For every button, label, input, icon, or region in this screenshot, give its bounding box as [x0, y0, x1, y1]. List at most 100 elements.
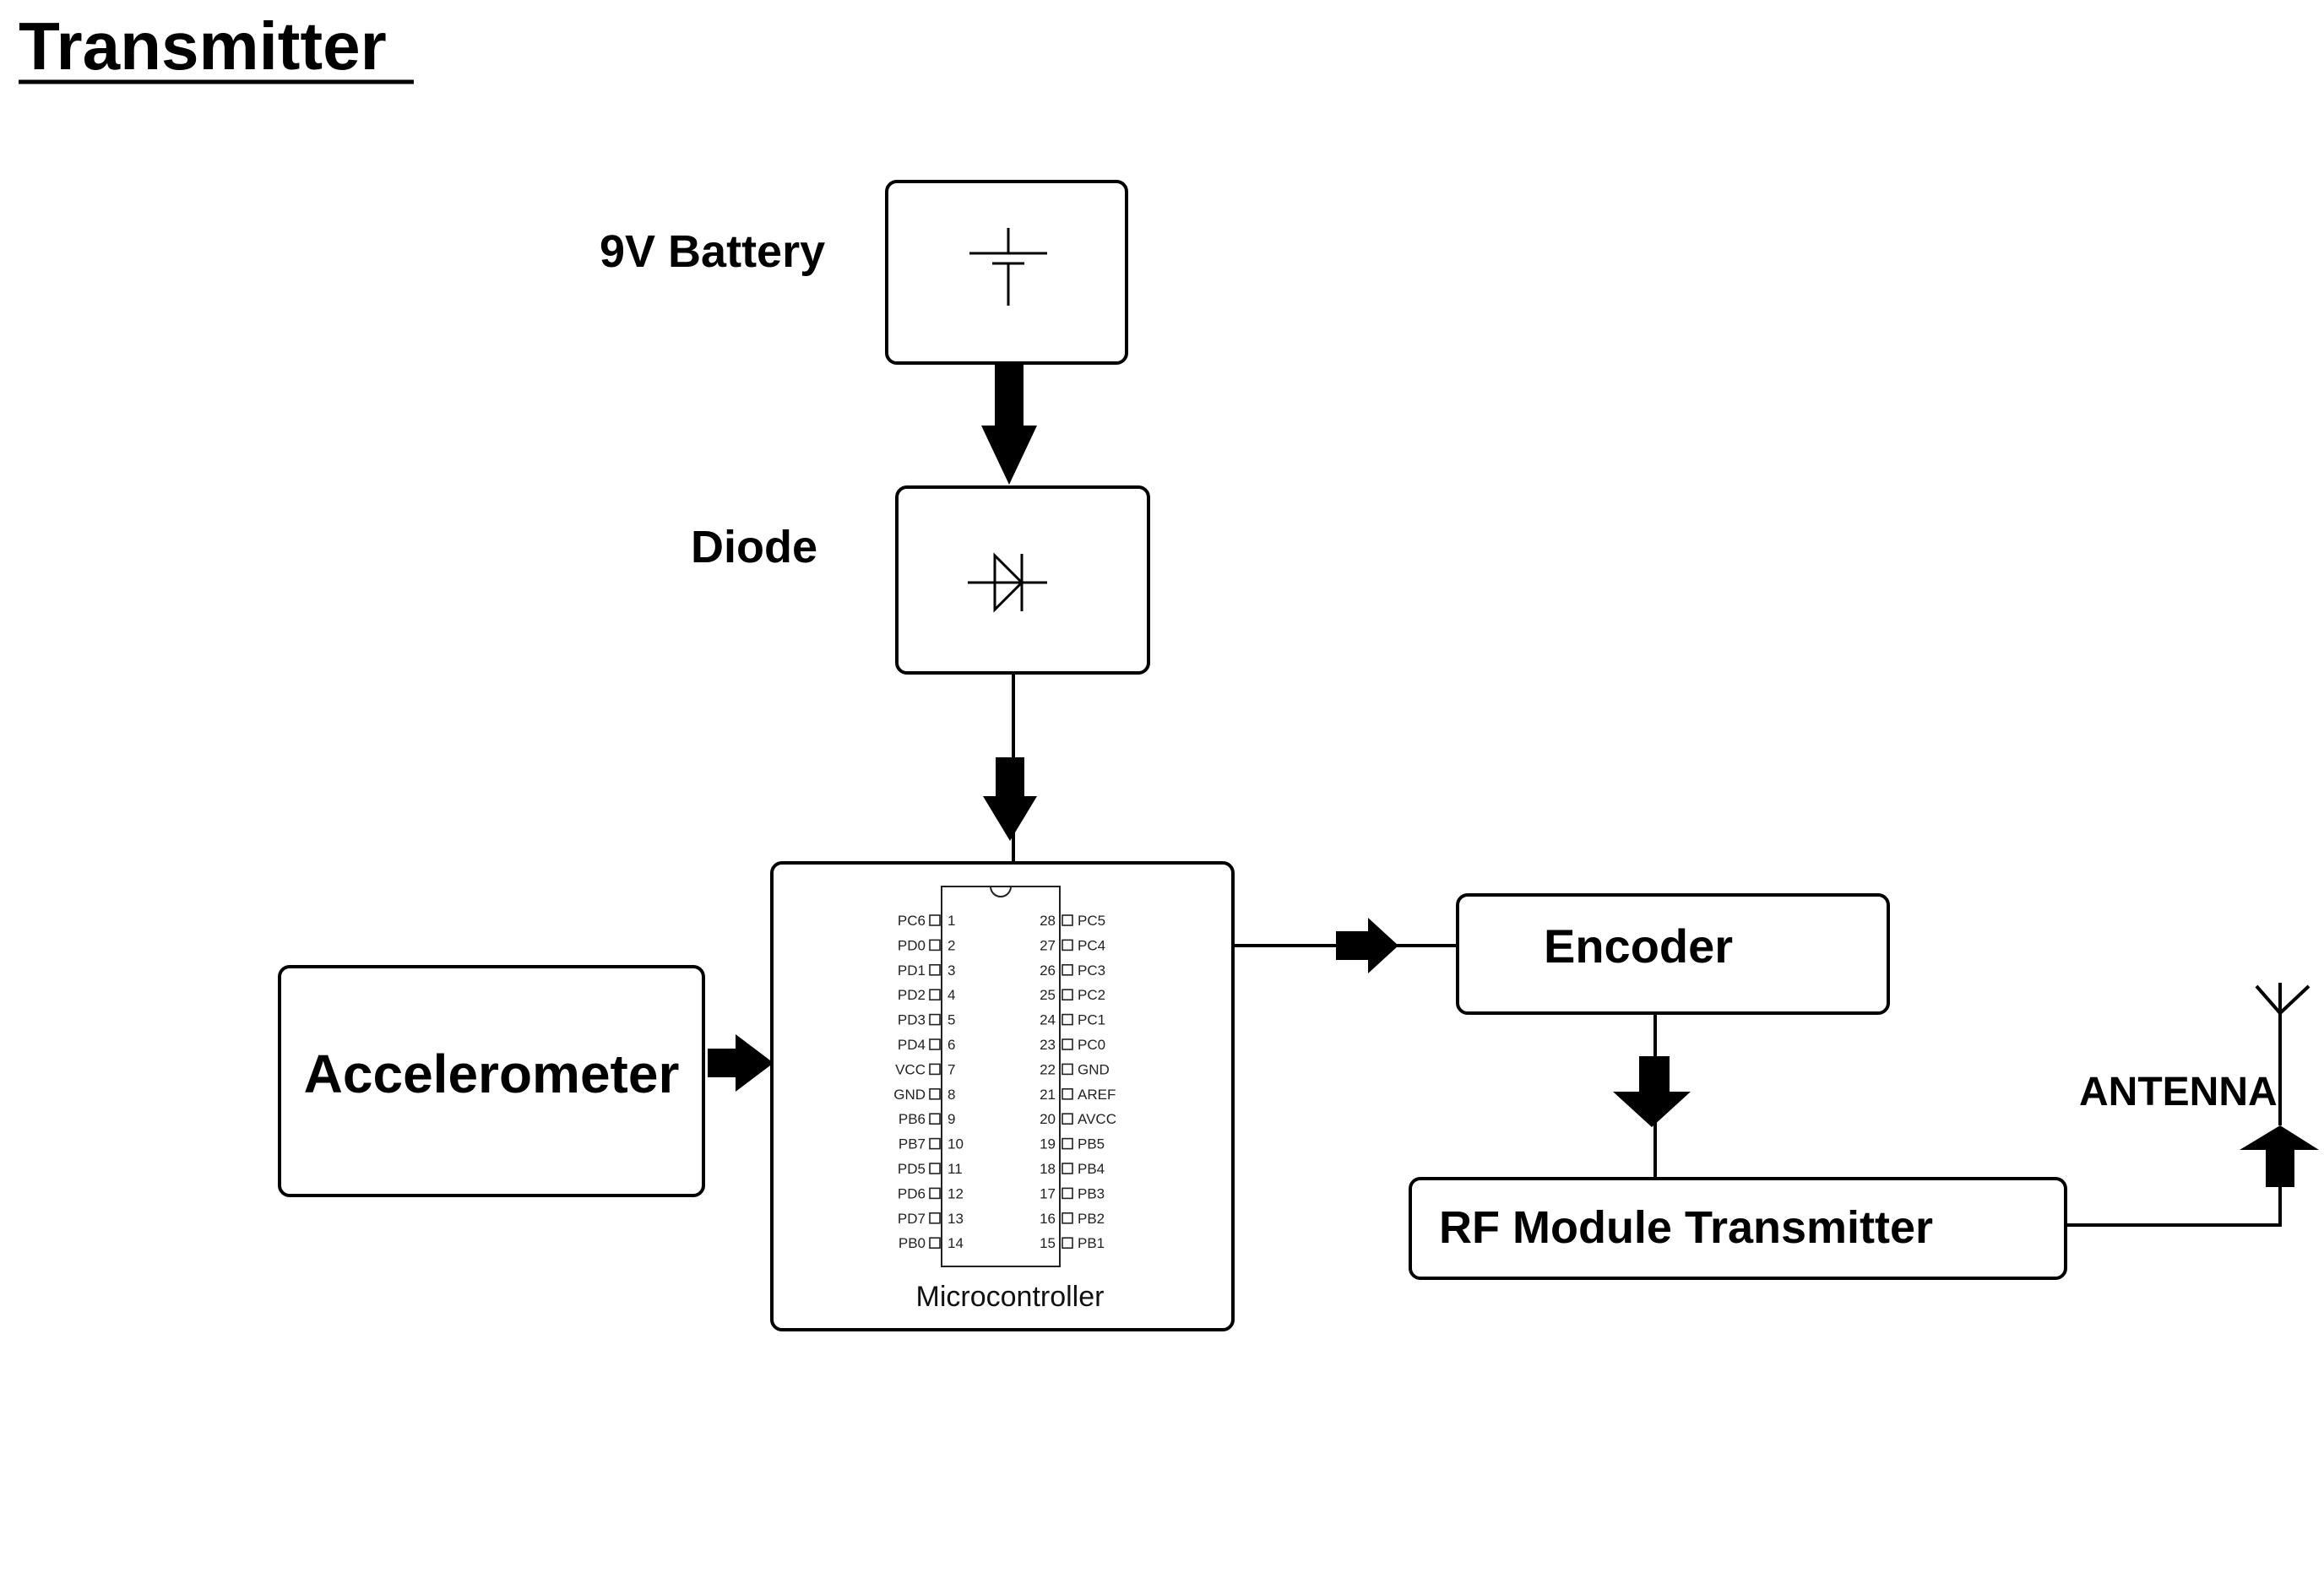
diode-to-microcontroller-arrow: [983, 673, 1037, 863]
chip-pin-pad: [1062, 964, 1073, 976]
chip-pin-pad: [1062, 1088, 1073, 1100]
battery-to-diode-arrow: [981, 365, 1037, 485]
rf-to-antenna-wire: [2066, 1125, 2319, 1227]
chip-pin-number: 17: [1040, 1185, 1056, 1201]
chip-pin-pad: [929, 1137, 941, 1150]
chip-pin-label: PD4: [898, 1037, 926, 1053]
chip-pin-label: AVCC: [1078, 1111, 1116, 1127]
chip-pin-number: 8: [948, 1087, 955, 1103]
chip-pin-label: PD0: [898, 937, 926, 953]
chip-pin-label: AREF: [1078, 1087, 1116, 1103]
chip-pin-number: 9: [948, 1111, 955, 1127]
chip-pin-number: 6: [948, 1037, 955, 1053]
chip-pin-pad: [929, 1038, 941, 1050]
rf-module-label: RF Module Transmitter: [1439, 1202, 1933, 1253]
chip-pin-number: 2: [948, 937, 955, 953]
chip-pin-number: 11: [948, 1161, 963, 1177]
chip-pin-number: 26: [1040, 962, 1056, 979]
encoder-block: [1456, 893, 1890, 1015]
accelerometer-to-microcontroller-arrow: [708, 1034, 774, 1092]
chip-pin-label: VCC: [895, 1061, 926, 1077]
chip-pin-label: PB5: [1078, 1136, 1105, 1152]
chip-pin-number: 27: [1040, 937, 1056, 953]
chip-pin-number: 20: [1040, 1111, 1056, 1127]
chip-pin-pad: [1062, 1237, 1073, 1249]
accelerometer-label: Accelerometer: [304, 1044, 680, 1104]
page-title: Transmitter: [19, 8, 387, 84]
battery-block: [885, 180, 1128, 365]
chip-pin-number: 4: [948, 987, 955, 1003]
chip-pin-number: 28: [1040, 913, 1056, 929]
chip-pin-pad: [929, 1212, 941, 1224]
chip-pin-pad: [1062, 939, 1073, 952]
chip-pin-pad: [929, 1088, 941, 1100]
accelerometer-block: [278, 965, 705, 1197]
chip-pin-pad: [1062, 1013, 1073, 1026]
antenna-label: ANTENNA: [2079, 1070, 2278, 1114]
chip-pin-pad: [1062, 1137, 1073, 1150]
battery-label: 9V Battery: [600, 226, 825, 277]
chip-pin-pad: [1062, 989, 1073, 1000]
chip-pin-number: 16: [1040, 1211, 1056, 1227]
antenna-icon: [2255, 983, 2310, 1125]
chip-pin-number: 23: [1040, 1037, 1056, 1053]
encoder-label: Encoder: [1544, 919, 1733, 973]
chip-pin-number: 10: [948, 1136, 964, 1152]
microcontroller-label: Microcontroller: [916, 1281, 1105, 1313]
chip-pin-pad: [929, 939, 941, 952]
chip-pin-label: PD1: [898, 962, 926, 979]
chip-pin-number: 22: [1040, 1061, 1056, 1077]
chip-pin-number: 12: [948, 1185, 964, 1201]
chip-pin-number: 7: [948, 1061, 955, 1077]
chip-pin-number: 1: [948, 913, 955, 929]
chip-pin-label: PC3: [1078, 962, 1105, 979]
chip-pin-label: PB4: [1078, 1161, 1105, 1177]
chip-pin-label: PC4: [1078, 937, 1105, 953]
chip-pin-label: GND: [893, 1087, 926, 1103]
chip-pin-pad: [929, 1063, 941, 1076]
chip-pin-pad: [929, 989, 941, 1000]
chip-pin-label: PB7: [899, 1136, 926, 1152]
rf-module-block: [1409, 1177, 2067, 1280]
chip-pin-number: 19: [1040, 1136, 1056, 1152]
chip-pin-pad: [1062, 1113, 1073, 1125]
chip-pin-number: 5: [948, 1012, 955, 1028]
chip-pin-label: PC2: [1078, 987, 1105, 1003]
chip-pin-pad: [1062, 1038, 1073, 1050]
chip-pin-label: PB3: [1078, 1185, 1105, 1201]
encoder-to-rf-module-arrow: [1613, 1013, 1691, 1179]
diode-label: Diode: [691, 522, 817, 572]
chip-pin-number: 24: [1040, 1012, 1056, 1028]
chip-pin-pad: [929, 1163, 941, 1174]
chip-pin-pad: [1062, 1187, 1073, 1200]
chip-pin-pad: [929, 914, 941, 926]
chip-pin-label: PD6: [898, 1185, 926, 1201]
chip-pin-number: 18: [1040, 1161, 1056, 1177]
chip-pin-number: 13: [948, 1211, 964, 1227]
chip-pin-label: PD3: [898, 1012, 926, 1028]
chip-pin-pad: [929, 1113, 941, 1125]
chip-pin-pad: [1062, 1063, 1073, 1076]
chip-pin-label: PB1: [1078, 1235, 1105, 1251]
chip-pin-label: PC1: [1078, 1012, 1105, 1028]
chip-pin-pad: [929, 1187, 941, 1200]
chip-pin-pad: [1062, 1212, 1073, 1224]
chip-pin-label: PC0: [1078, 1037, 1105, 1053]
chip-pin-label: PD7: [898, 1211, 926, 1227]
chip-pin-number: 3: [948, 962, 955, 979]
chip-pin-label: GND: [1078, 1061, 1110, 1077]
chip-pin-number: 14: [948, 1235, 964, 1251]
chip-pin-label: PC6: [898, 913, 926, 929]
chip-pin-label: PB6: [899, 1111, 926, 1127]
chip-pin-pad: [1062, 1163, 1073, 1174]
chip-pin-label: PD5: [898, 1161, 926, 1177]
chip-pin-pad: [929, 964, 941, 976]
chip-pin-label: PD2: [898, 987, 926, 1003]
chip-pin-label: PC5: [1078, 913, 1105, 929]
battery-icon: [969, 228, 1047, 306]
microcontroller-to-encoder-arrow: [1233, 918, 1456, 973]
